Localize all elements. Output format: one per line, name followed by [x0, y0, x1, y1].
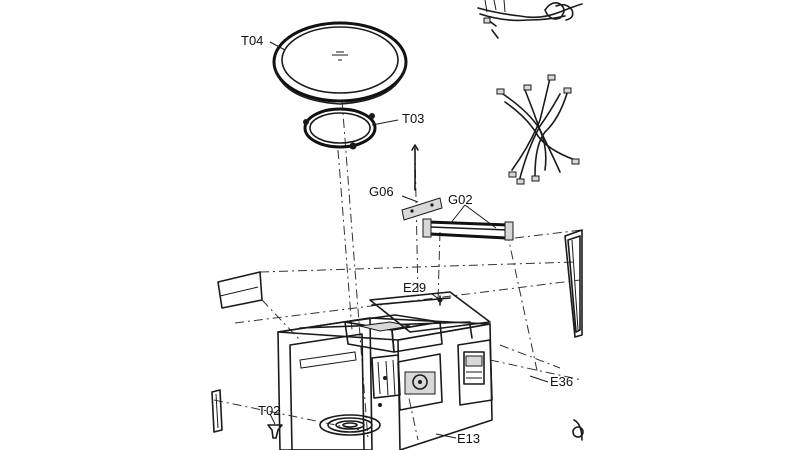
door-panel: [564, 229, 583, 338]
label-e36: E36: [550, 374, 574, 389]
oven-chassis: [277, 291, 493, 450]
coupler-t02: [267, 424, 283, 439]
label-g06: G06: [369, 184, 394, 199]
side-panel: [217, 271, 263, 309]
label-leaders: [269, 41, 549, 439]
base-fragments: [211, 389, 584, 441]
wiring-bundle: [496, 74, 580, 185]
dash-dot-leader-lines: [213, 99, 583, 441]
wiring-harness-top: [477, 0, 583, 39]
label-t02: T02: [258, 403, 281, 418]
bracket-g06: [401, 144, 443, 221]
glass-tray-t04: [272, 21, 408, 105]
label-t03: T03: [402, 111, 425, 126]
label-t04: T04: [241, 33, 264, 48]
heater-tubes-g02: [422, 218, 514, 241]
label-g02: G02: [448, 192, 473, 207]
roller-ring-t03: [303, 107, 377, 150]
label-e29: E29: [403, 280, 427, 295]
label-e13: E13: [457, 431, 481, 446]
